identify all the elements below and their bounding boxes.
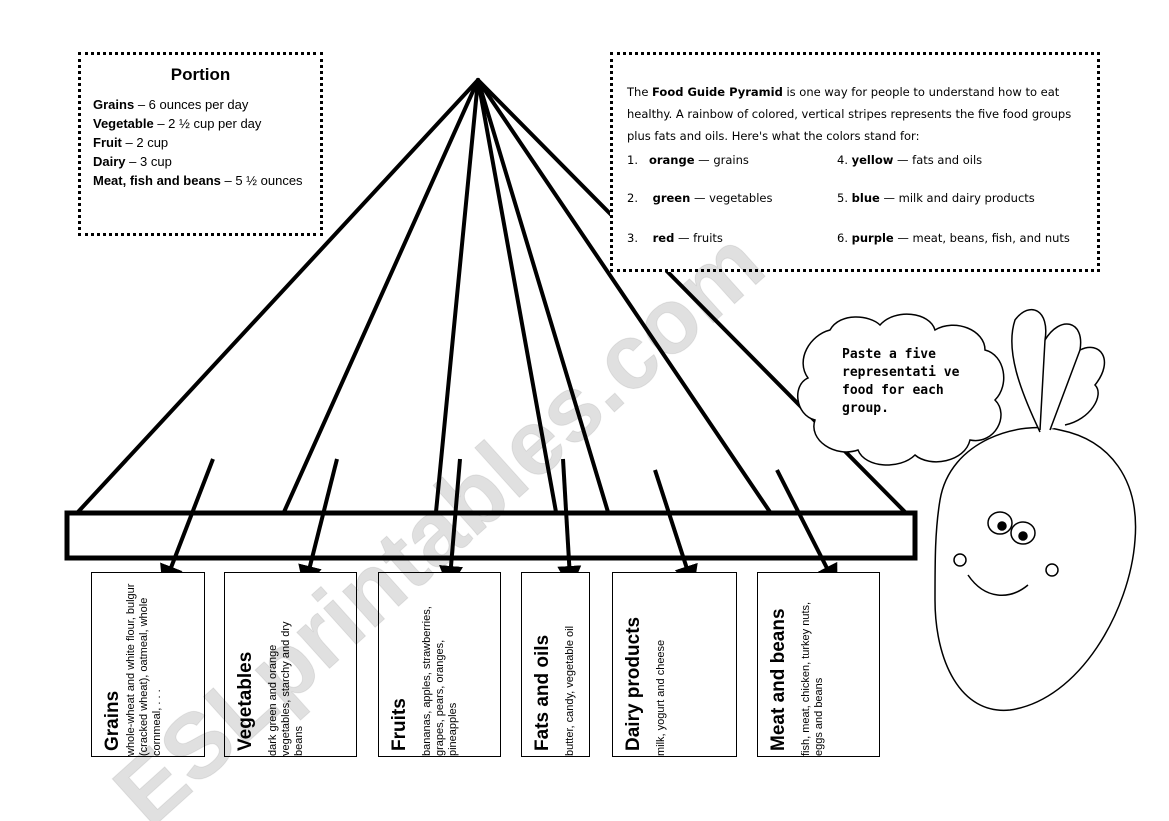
svg-text:Fruits: Fruits (389, 698, 410, 751)
group-box-dairy: Dairy products milk, yogurt and cheese (612, 572, 737, 757)
group-box-grains: Grains whole-wheat and white flour, bulg… (91, 572, 205, 757)
group-box-fats-oils: Fats and oils butter, candy, vegetable o… (521, 572, 590, 757)
stripe-line (476, 78, 610, 514)
svg-text:Dairy products: Dairy products (623, 617, 644, 751)
color-item: 1. orange — grains (627, 153, 749, 167)
color-item: 3. red — fruits (627, 231, 723, 245)
portion-row: Grains – 6 ounces per day (93, 97, 249, 112)
svg-text:Vegetables: Vegetables (235, 652, 256, 751)
color-item: 2. green — vegetables (627, 191, 773, 205)
group-box-vegetables: Vegetables dark green and orange vegetab… (224, 572, 357, 757)
portion-title: Portion (170, 65, 231, 84)
arrow-dairy (653, 469, 698, 590)
arrow-meat (775, 469, 838, 589)
thought-bubble-text: Paste a five representati ve food for ea… (842, 347, 960, 416)
portion-row: Dairy – 3 cup (93, 154, 172, 169)
group-text-fruits: Fruits bananas, apples, strawberries, gr… (389, 606, 459, 756)
color-item: 4. yellow — fats and oils (837, 153, 983, 167)
stripe-line (282, 78, 480, 514)
portion-box: Portion Grains – 6 ounces per day Vegeta… (78, 52, 323, 236)
stripe-line (434, 78, 480, 514)
group-text-dairy: Dairy products milk, yogurt and cheese (623, 617, 667, 756)
group-text-grains: Grains whole-wheat and white flour, bulg… (102, 584, 163, 756)
pyramid-base-bar (64, 510, 918, 561)
info-intro: The Food Guide Pyramid is one way for pe… (627, 85, 1072, 143)
color-item: 5. blue — milk and dairy products (837, 191, 1035, 205)
portion-row: Fruit – 2 cup (93, 135, 169, 150)
svg-text:Grains: Grains (102, 691, 123, 751)
portion-row: Meat, fish and beans – 5 ½ ounces (93, 173, 303, 188)
group-text-fats-oils: Fats and oils butter, candy, vegetable o… (532, 626, 576, 756)
svg-text:Fats and oils: Fats and oils (532, 635, 553, 751)
arrow-fats (557, 458, 582, 590)
group-text-meat-beans: Meat and beans fish, meat, chicken, turk… (768, 602, 825, 756)
portion-row: Vegetable – 2 ½ cup per day (93, 116, 262, 131)
group-text-vegetables: Vegetables dark green and orange vegetab… (235, 621, 305, 756)
carrot-illustration (934, 308, 1137, 711)
food-pyramid-info-box: The Food Guide Pyramid is one way for pe… (610, 52, 1100, 272)
color-item: 6. purple — meat, beans, fish, and nuts (837, 231, 1070, 245)
group-box-fruits: Fruits bananas, apples, strawberries, gr… (378, 572, 501, 757)
stripe-line (476, 78, 772, 514)
group-box-meat-beans: Meat and beans fish, meat, chicken, turk… (757, 572, 880, 757)
svg-text:Meat and beans: Meat and beans (768, 608, 789, 751)
arrow-grains (160, 458, 215, 590)
pyramid-left-edge (76, 78, 480, 514)
arrow-fruits (439, 458, 463, 590)
arrow-vegetables (298, 458, 339, 590)
stripe-line (476, 78, 558, 514)
